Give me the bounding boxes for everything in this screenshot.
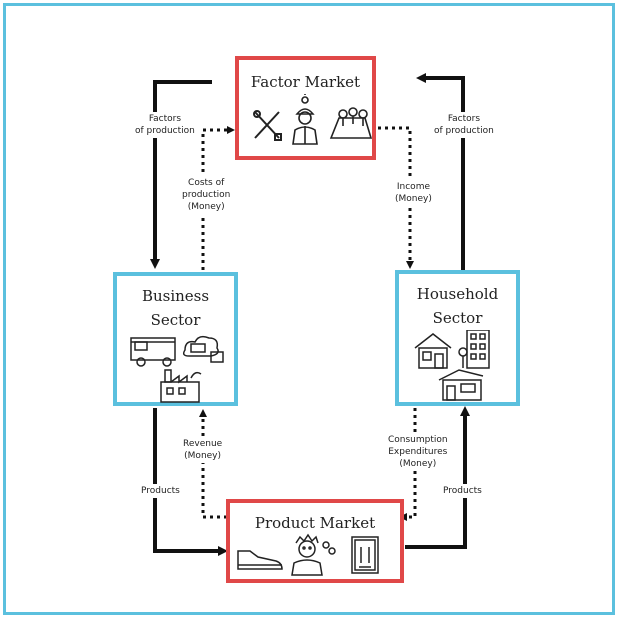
household-sector-title-line2: Sector <box>432 309 483 327</box>
label-products-left: Products <box>139 484 182 498</box>
label-costs-of-production: Costs of production (Money) <box>180 176 233 214</box>
business-sector-title-line1: Business <box>141 287 210 305</box>
edge-costs-of-production <box>201 126 235 270</box>
product-market-title: Product Market <box>254 514 376 532</box>
label-line: Factors <box>447 114 481 124</box>
label-line: Revenue <box>183 439 223 449</box>
label-products-right: Products <box>441 484 484 498</box>
label-line: Costs of <box>188 178 225 188</box>
label-line: Factors <box>148 114 182 124</box>
menu-icon <box>351 536 379 574</box>
household-sector-icons <box>414 330 490 401</box>
edge-factors-from-household <box>416 73 465 270</box>
label-line: of production <box>135 126 195 136</box>
apartment-icon <box>458 330 490 369</box>
label-line: (Money) <box>399 459 437 469</box>
tools-icon <box>253 110 282 141</box>
label-line: (Money) <box>184 451 222 461</box>
cloud-tech-icon <box>182 335 224 363</box>
business-sector-node: Business Sector <box>113 272 238 406</box>
outer-frame <box>3 3 615 615</box>
label-factors-of-production-right: Factors of production <box>432 112 496 138</box>
label-line: Expenditures <box>388 447 448 457</box>
product-market-node: Product Market <box>226 499 404 583</box>
label-line: of production <box>434 126 494 136</box>
edge-revenue <box>199 409 227 519</box>
land-icon <box>329 107 372 139</box>
household-sector-node: Household Sector <box>395 270 520 406</box>
edge-factors-to-business <box>150 80 212 269</box>
edge-products-to-market <box>153 408 228 556</box>
household-sector-title-line1: Household <box>416 285 499 303</box>
label-line: Consumption <box>388 435 448 445</box>
business-sector-title-line2: Sector <box>150 311 201 329</box>
label-income: Income (Money) <box>393 180 434 206</box>
factory-icon <box>160 369 202 403</box>
barber-icon <box>291 533 336 576</box>
label-line: production <box>182 190 231 200</box>
home-icon <box>438 369 484 401</box>
label-line: (Money) <box>395 194 432 204</box>
label-line: Income <box>396 182 430 192</box>
label-line: (Money) <box>187 202 225 212</box>
shoe-icon <box>237 550 283 570</box>
label-line: Products <box>141 486 180 496</box>
factor-market-icons <box>253 94 372 145</box>
factor-market-node: Factor Market <box>235 56 376 160</box>
house-icon <box>414 333 452 369</box>
label-revenue: Revenue (Money) <box>181 437 225 463</box>
label-factors-of-production-left: Factors of production <box>133 112 197 138</box>
business-sector-icons <box>130 335 224 403</box>
food-truck-icon <box>130 337 176 367</box>
product-market-icons <box>237 533 379 576</box>
edge-products-to-household <box>405 406 470 549</box>
label-consumption-expenditures: Consumption Expenditures (Money) <box>386 433 450 471</box>
factor-market-title: Factor Market <box>250 73 361 91</box>
worker-icon <box>292 94 318 145</box>
label-line: Products <box>443 486 482 496</box>
